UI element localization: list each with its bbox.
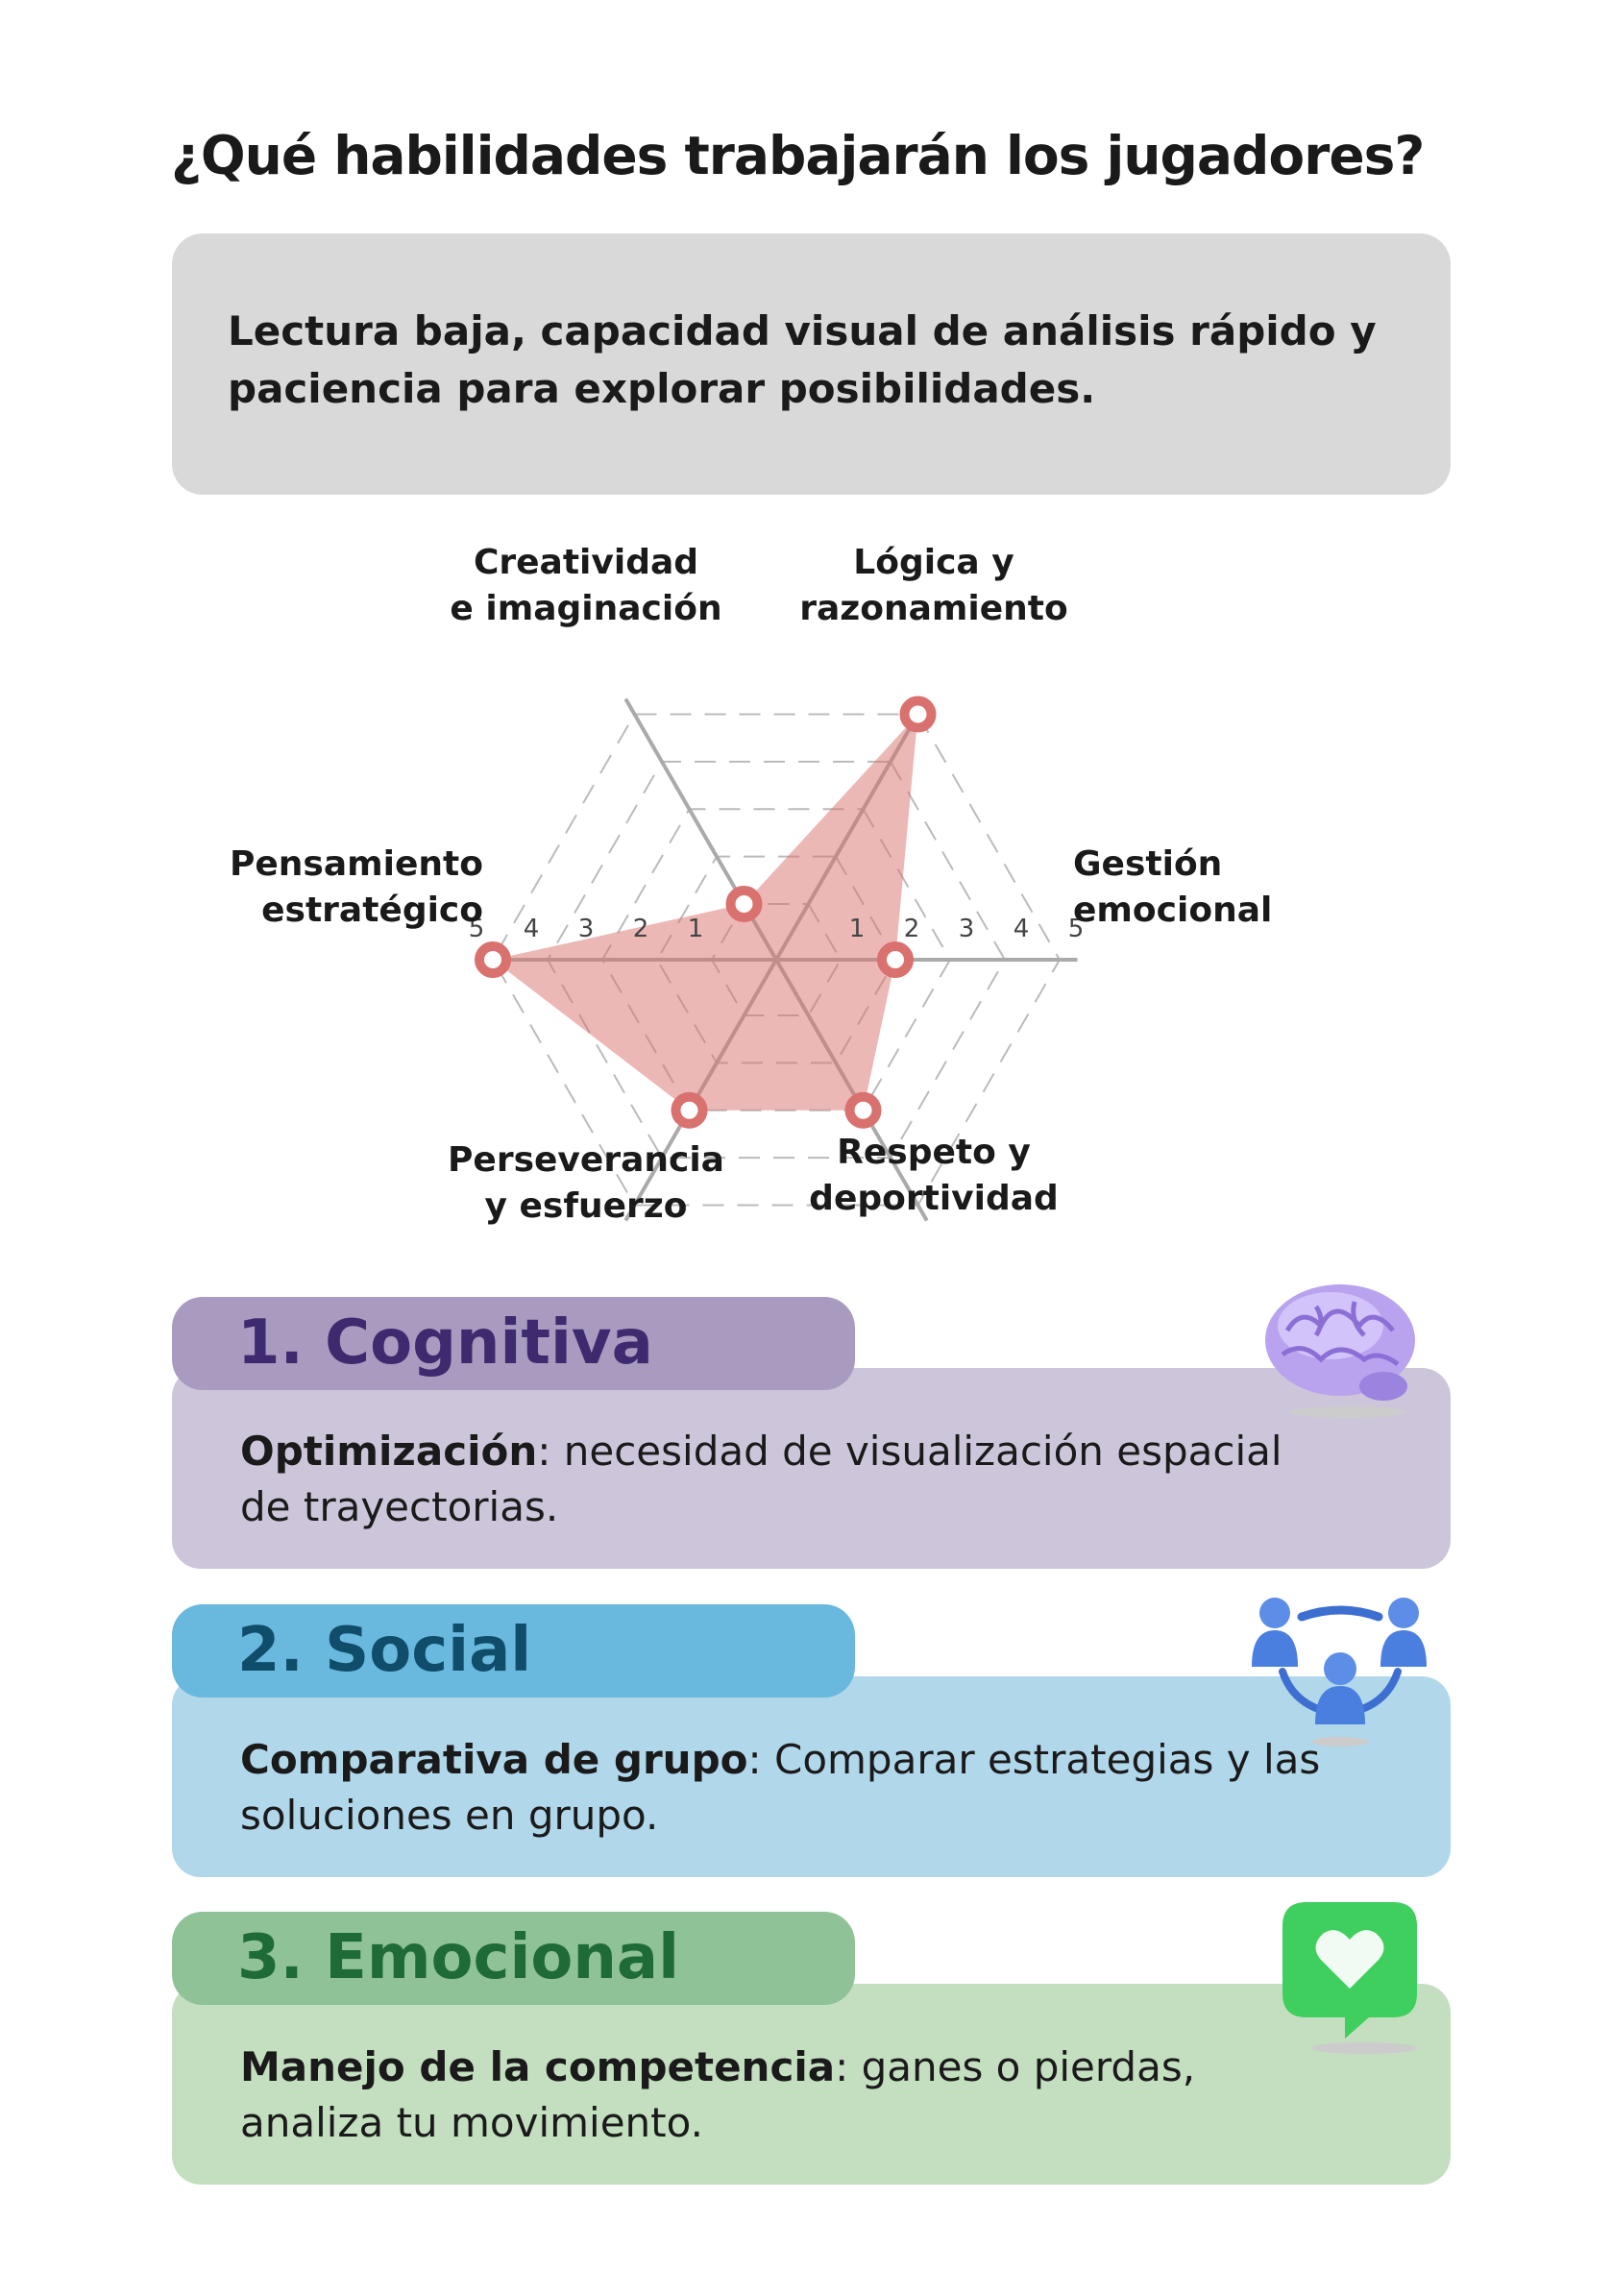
intro-text: Lectura baja, capacidad visual de anális… xyxy=(228,307,1377,412)
intro-box: Lectura baja, capacidad visual de anális… xyxy=(172,233,1451,495)
heart-bubble-icon xyxy=(1282,1902,1417,2054)
section-emocional-header: 3. Emocional xyxy=(172,1912,855,2005)
tick-label: 3 xyxy=(578,915,595,943)
data-area xyxy=(493,714,918,1111)
page-title: ¿Qué habilidades trabajarán los jugadore… xyxy=(171,125,1425,186)
section-social-body: Comparativa de grupo: Comparar estrategi… xyxy=(172,1676,1451,1877)
tick-label: 1 xyxy=(849,915,866,943)
tick-label: 5 xyxy=(469,915,485,943)
section-cognitiva-header: 1. Cognitiva xyxy=(172,1297,855,1390)
tick-label: 4 xyxy=(524,915,540,943)
section-cognitiva-body: Optimización: necesidad de visualización… xyxy=(172,1368,1451,1569)
data-point xyxy=(475,941,511,978)
tick-label: 2 xyxy=(904,915,920,943)
data-point xyxy=(899,696,937,733)
tick-label: 2 xyxy=(633,915,649,943)
data-point xyxy=(671,1091,708,1129)
data-point xyxy=(844,1091,882,1129)
section-social-header: 2. Social xyxy=(172,1604,855,1698)
radar-chart: 1 1 2 2 3 3 4 4 5 5 xyxy=(469,696,1085,1222)
section-emocional-body: Manejo de la competencia: ganes o pierda… xyxy=(172,1984,1451,2185)
tick-label: 4 xyxy=(1014,915,1030,943)
people-group-icon xyxy=(1252,1598,1427,1746)
data-point xyxy=(725,885,763,922)
tick-label: 1 xyxy=(688,915,704,943)
tick-label: 3 xyxy=(959,915,975,943)
brain-icon xyxy=(1265,1284,1415,1418)
data-point xyxy=(877,941,914,978)
tick-label: 5 xyxy=(1068,915,1085,943)
